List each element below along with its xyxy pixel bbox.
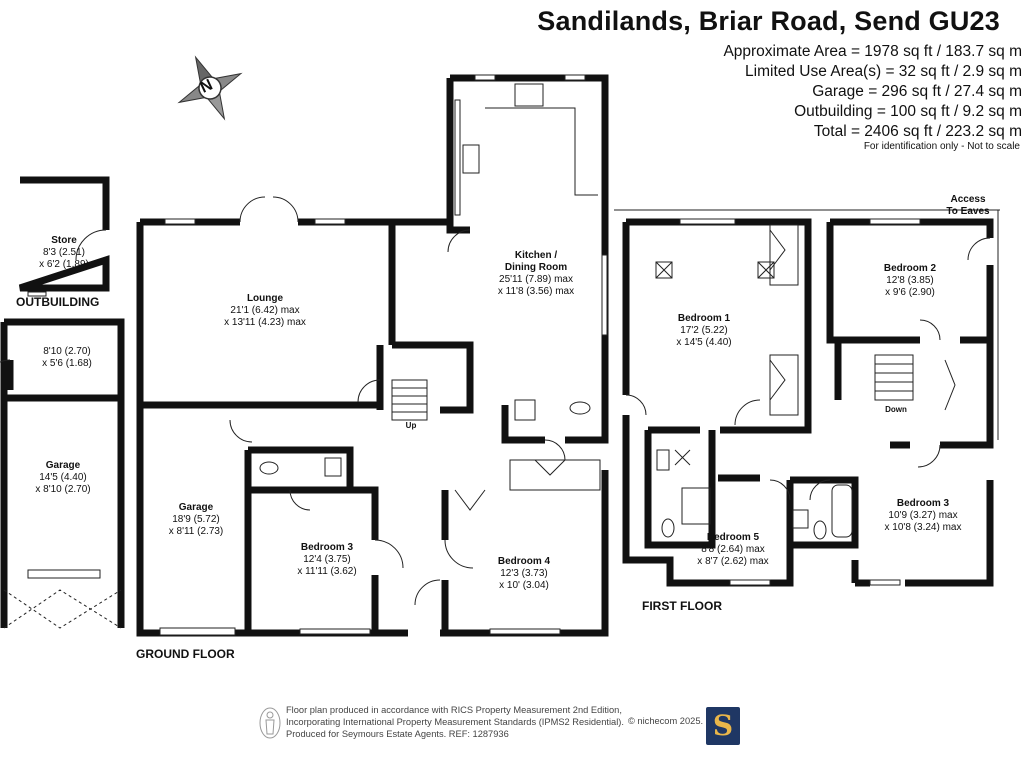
- footer-text: Floor plan produced in accordance with R…: [286, 704, 703, 740]
- bed2-walls: [826, 218, 994, 344]
- room-dim1: 8'3 (2.51): [43, 247, 85, 258]
- room-bedroom-1: Bedroom 1 17'2 (5.22) x 14'5 (4.40): [676, 313, 731, 349]
- room-garage: Garage 18'9 (5.72) x 8'11 (2.73): [169, 502, 224, 538]
- footer-line-1: Floor plan produced in accordance with R…: [286, 705, 622, 715]
- room-dim2: x 14'5 (4.40): [676, 337, 732, 348]
- area-outbuilding: Outbuilding = 100 sq ft / 9.2 sq m: [794, 103, 1022, 120]
- seymours-logo: S: [706, 707, 740, 745]
- room-dim2: x 5'6 (1.68): [42, 358, 92, 369]
- kitchen-inner: [392, 218, 474, 414]
- room-bedroom-3-ground: Bedroom 3 12'4 (3.75) x 11'11 (3.62): [297, 542, 356, 578]
- room-bedroom-5: Bedroom 5 8'8 (2.64) max x 8'7 (2.62) ma…: [697, 532, 768, 568]
- room-outbuilding-store: 8'10 (2.70) x 5'6 (1.68): [42, 346, 92, 370]
- room-dim2: x 11'8 (3.56) max: [497, 286, 575, 297]
- room-store: Store 8'3 (2.51) x 6'2 (1.89): [39, 235, 89, 271]
- room-dim2: x 11'11 (3.62): [297, 566, 357, 577]
- room-dim2: x 13'11 (4.23) max: [224, 317, 306, 328]
- room-name: Bedroom 5: [706, 532, 760, 543]
- room-name: Bedroom 4: [497, 556, 551, 567]
- room-dim1: 17'2 (5.22): [680, 325, 728, 336]
- room-dim2: x 8'7 (2.62) max: [697, 556, 769, 567]
- floor-label-ground: GROUND FLOOR: [136, 647, 235, 661]
- store-walls: [18, 176, 110, 292]
- footer-line-3: Produced for Seymours Estate Agents. REF…: [286, 729, 509, 739]
- page-title: Sandilands, Briar Road, Send GU23: [537, 6, 1000, 36]
- room-dim2: x 9'6 (2.90): [885, 287, 935, 298]
- room-name-2: Dining Room: [504, 262, 568, 273]
- room-name: Bedroom 3: [300, 542, 354, 553]
- room-dim2: x 6'2 (1.89): [39, 259, 89, 270]
- bath-walls: [718, 474, 859, 549]
- room-name: Store: [51, 235, 77, 246]
- room-dim1: 12'3 (3.73): [500, 568, 548, 579]
- room-bedroom-3-first: Bedroom 3 10'9 (3.27) max x 10'8 (3.24) …: [885, 498, 962, 534]
- room-kitchen-dining: Kitchen / Dining Room 25'11 (7.89) max x…: [498, 250, 574, 298]
- bed4-walls: [440, 470, 609, 637]
- room-dim2: x 8'11 (2.73): [168, 526, 224, 537]
- ensuite-walls: [644, 430, 716, 549]
- area-approx: Approximate Area = 1978 sq ft / 183.7 sq…: [723, 43, 1022, 60]
- person-scale-icon: [259, 707, 281, 739]
- floor-label-outbuilding: OUTBUILDING: [16, 295, 100, 309]
- room-dim1: 14'5 (4.40): [39, 472, 87, 483]
- room-name: Garage: [45, 460, 81, 471]
- room-bedroom-4: Bedroom 4 12'3 (3.73) x 10' (3.04): [498, 556, 550, 592]
- room-name: Kitchen /: [514, 250, 558, 261]
- room-dim1: 12'4 (3.75): [303, 554, 351, 565]
- eaves-label-line1: Access: [950, 194, 986, 205]
- room-name: Bedroom 3: [896, 498, 950, 509]
- room-dim1: 18'9 (5.72): [172, 514, 220, 525]
- hall-walls: [376, 345, 545, 444]
- room-dim1: 8'10 (2.70): [43, 346, 91, 357]
- outstore-divider: [4, 360, 121, 402]
- area-summary: Approximate Area = 1978 sq ft / 183.7 sq…: [723, 42, 1022, 142]
- wc-walls: [248, 446, 354, 490]
- room-dim2: x 10'8 (3.24) max: [884, 522, 962, 533]
- room-dim2: x 10' (3.04): [499, 580, 549, 591]
- room-outbuilding-garage: Garage 14'5 (4.40) x 8'10 (2.70): [35, 460, 90, 496]
- bed1-walls: [648, 218, 812, 434]
- room-name: Bedroom 2: [883, 263, 937, 274]
- stairs-down-label: Down: [885, 405, 907, 414]
- room-bedroom-2: Bedroom 2 12'8 (3.85) x 9'6 (2.90): [884, 263, 936, 299]
- eaves-label: Access To Eaves: [926, 194, 1010, 218]
- room-dim1: 10'9 (3.27) max: [888, 510, 958, 521]
- room-name: Bedroom 1: [677, 313, 731, 324]
- area-total: Total = 2406 sq ft / 223.2 sq m: [813, 123, 1022, 140]
- footer-line-2: Incorporating International Property Mea…: [286, 717, 624, 727]
- area-garage: Garage = 296 sq ft / 27.4 sq m: [812, 83, 1022, 100]
- room-dim2: x 8'10 (2.70): [35, 484, 91, 495]
- eaves-label-line2: To Eaves: [946, 206, 990, 217]
- bed3-first-walls: [851, 480, 994, 587]
- footer-copyright: © nichecom 2025.: [628, 716, 704, 726]
- area-limited: Limited Use Area(s) = 32 sq ft / 2.9 sq …: [745, 63, 1022, 80]
- room-dim1: 12'8 (3.85): [886, 275, 934, 286]
- compass-rose-icon: [177, 55, 243, 121]
- room-dim1: 21'1 (6.42) max: [230, 305, 300, 316]
- floor-label-first: FIRST FLOOR: [642, 599, 722, 613]
- room-name: Lounge: [246, 293, 284, 304]
- room-name: Garage: [178, 502, 214, 513]
- scale-note: For identification only - Not to scale: [863, 141, 1020, 152]
- stairs-up-label: Up: [405, 421, 417, 430]
- landing-walls: [834, 340, 994, 449]
- room-dim1: 25'11 (7.89) max: [499, 274, 573, 285]
- room-lounge: Lounge 21'1 (6.42) max x 13'11 (4.23) ma…: [224, 293, 306, 329]
- outbuilding-garage-walls: [0, 318, 125, 628]
- room-dim1: 8'8 (2.64) max: [701, 544, 765, 555]
